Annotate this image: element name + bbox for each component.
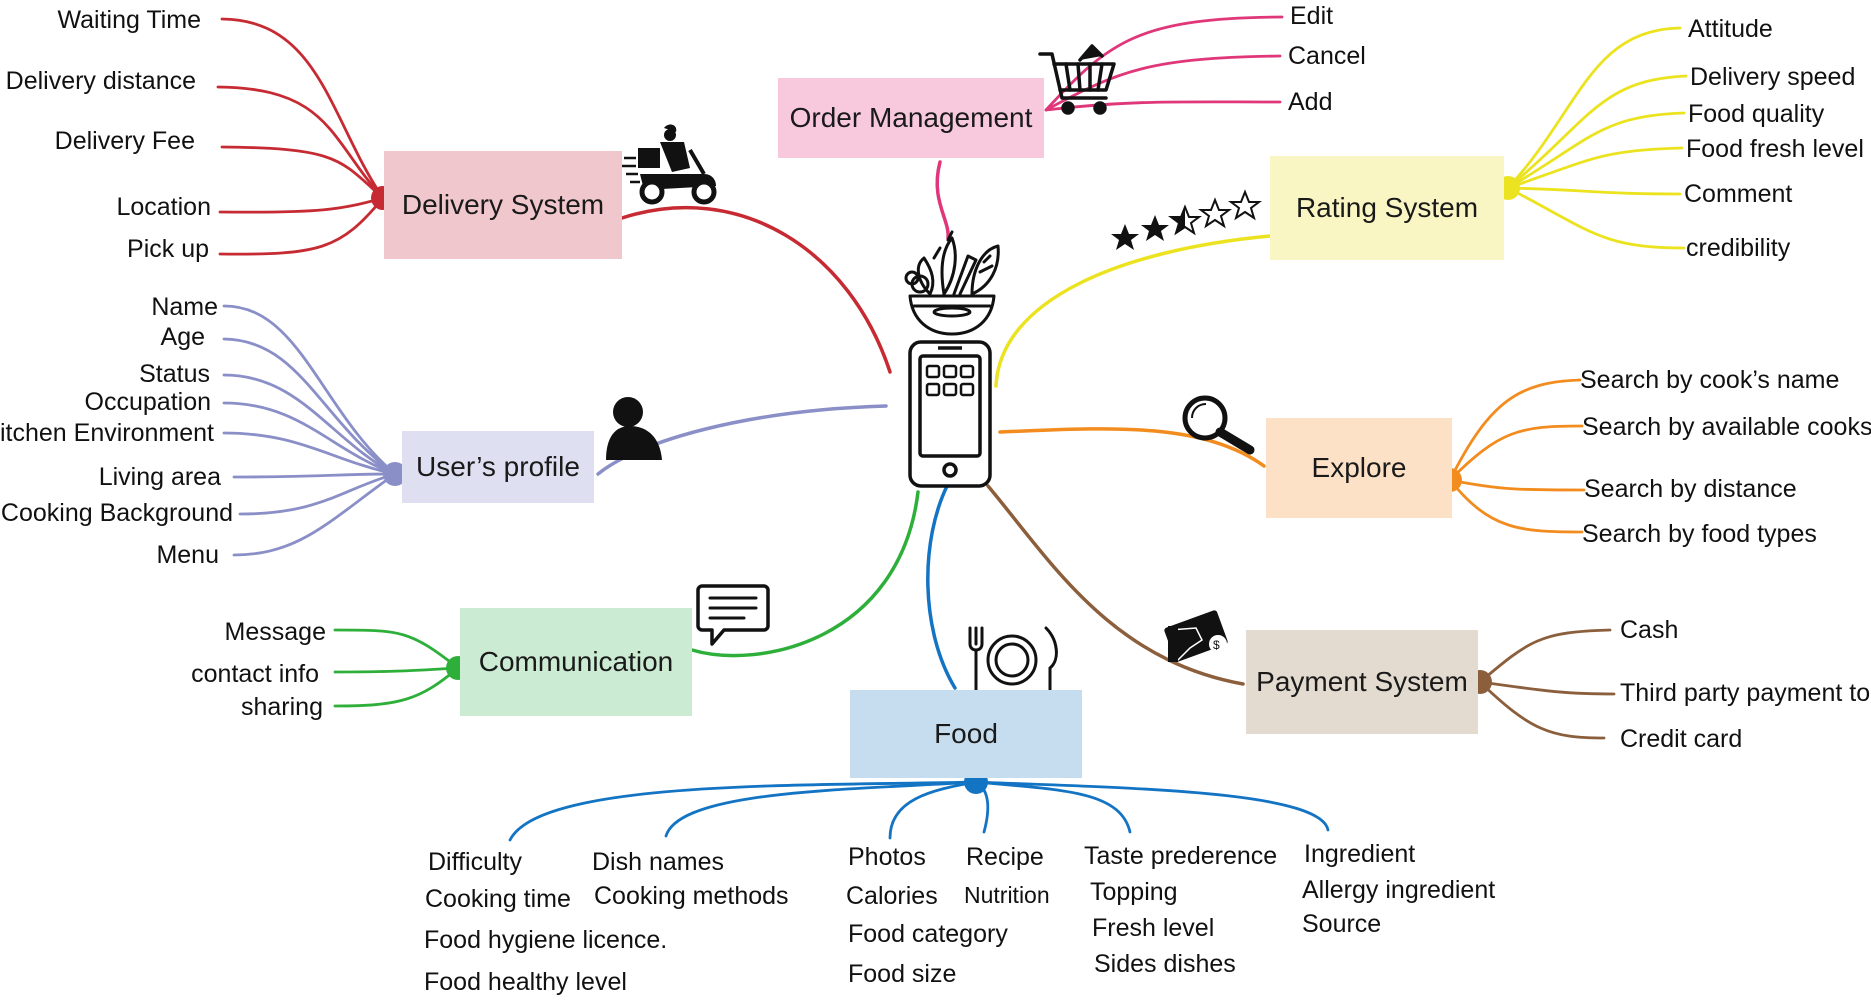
delivery-item: Pick up (127, 235, 209, 263)
rating-item: Delivery speed (1690, 63, 1856, 91)
order-item: Cancel (1288, 42, 1366, 70)
delivery-main-branch (620, 205, 892, 374)
money-hand-icon: $ (1164, 610, 1228, 662)
smartphone-icon (908, 340, 992, 488)
communication-item: contact info (191, 660, 319, 688)
explore-item: Search by cook’s name (1580, 366, 1840, 394)
users-profile-title: User’s profile (416, 451, 580, 482)
food-item: Photos (848, 843, 926, 871)
communication-main-branch (690, 490, 920, 658)
magnifier-icon (1182, 395, 1255, 455)
explore-item: Search by available cooks (1582, 413, 1871, 441)
food-item: Food category (848, 920, 1008, 948)
explore-box[interactable]: Explore (1266, 418, 1452, 518)
rating-item: Attitude (1688, 15, 1773, 43)
food-item: Food size (848, 960, 957, 988)
rating-item: Comment (1684, 180, 1793, 208)
delivery-leaf-branches (216, 17, 385, 256)
salad-bowl-icon (904, 230, 1000, 336)
order-item: Edit (1290, 2, 1334, 30)
delivery-item: Delivery Fee (54, 127, 195, 155)
food-item: Ingredient (1304, 840, 1416, 868)
profile-item: Living area (98, 463, 221, 491)
food-item: Recipe (966, 843, 1044, 871)
profile-leaf-branches (222, 304, 397, 557)
users-profile-box[interactable]: User’s profile (402, 431, 594, 503)
food-box[interactable]: Food (850, 690, 1082, 778)
profile-item: Name (151, 293, 218, 321)
svg-text:$: $ (1213, 638, 1220, 652)
star-rating-icon (1111, 189, 1262, 250)
food-item: Fresh level (1092, 914, 1215, 942)
food-item: Difficulty (428, 848, 523, 876)
delivery-system-title: Delivery System (401, 189, 605, 220)
food-item: Taste prederence (1084, 842, 1278, 870)
rating-item: credibility (1686, 234, 1791, 262)
food-item: Food hygiene licence. (424, 926, 668, 954)
rating-system-title: Rating System (1295, 192, 1479, 223)
food-item: Cooking methods (594, 882, 789, 910)
payment-item: Third party payment tool (1620, 679, 1871, 707)
order-item: Add (1288, 88, 1333, 116)
explore-item: Search by food types (1582, 520, 1817, 548)
food-title: Food (934, 718, 998, 749)
rating-main-branch (994, 234, 1272, 388)
food-item: Source (1302, 910, 1382, 938)
shopping-cart-icon (1038, 44, 1116, 115)
food-item: Calories (846, 882, 938, 910)
rating-system-box[interactable]: Rating System (1270, 156, 1504, 260)
order-management-box[interactable]: Order Management (778, 78, 1044, 158)
food-item: Dish names (592, 848, 724, 876)
food-item: Food healthy level (424, 968, 627, 996)
payment-item: Cash (1620, 616, 1679, 644)
profile-item: Age (160, 323, 205, 351)
rating-item: Food fresh level (1686, 135, 1864, 163)
profile-item: Menu (156, 541, 219, 569)
plate-cutlery-icon (968, 626, 1058, 694)
delivery-system-box[interactable]: Delivery System (384, 151, 622, 259)
order-main-branch (935, 160, 950, 240)
profile-item: Kitchen Environment (0, 419, 214, 447)
payment-system-title: Payment System (1256, 666, 1468, 697)
payment-item: Credit card (1620, 725, 1743, 753)
explore-title: Explore (1311, 452, 1407, 483)
explore-item: Search by distance (1584, 475, 1797, 503)
delivery-item: Waiting Time (57, 6, 201, 34)
delivery-item: Delivery distance (5, 67, 196, 95)
chat-bubble-icon (696, 584, 770, 646)
profile-item: Status (139, 360, 210, 388)
communication-item: Message (224, 618, 326, 646)
food-item: Topping (1090, 878, 1178, 906)
payment-main-branch (986, 484, 1245, 686)
communication-title: Communication (478, 646, 674, 677)
rating-item: Food quality (1688, 100, 1825, 128)
food-main-branch (926, 482, 957, 690)
profile-node-dot (383, 462, 407, 486)
payment-leaf-branches (1478, 628, 1616, 740)
rating-leaf-branches (1506, 26, 1688, 250)
profile-item: Cooking Background (0, 499, 233, 527)
profile-main-branch (596, 404, 888, 476)
explore-main-branch (998, 427, 1266, 468)
profile-item: Occupation (84, 388, 211, 416)
communication-box[interactable]: Communication (460, 608, 692, 716)
food-item: Cooking time (425, 885, 571, 913)
delivery-scooter-icon (620, 124, 717, 205)
food-item: Nutrition (964, 882, 1050, 908)
food-item: Allergy ingredient (1302, 876, 1496, 904)
food-item: Sides dishes (1094, 950, 1236, 978)
food-leaf-branches (508, 780, 1330, 842)
user-icon (606, 397, 662, 460)
delivery-item: Location (116, 193, 211, 221)
order-management-title: Order Management (789, 102, 1033, 133)
explore-leaf-branches (1448, 378, 1586, 534)
communication-leaf-branches (333, 628, 460, 708)
communication-item: sharing (241, 693, 323, 721)
payment-system-box[interactable]: Payment System (1246, 630, 1478, 734)
